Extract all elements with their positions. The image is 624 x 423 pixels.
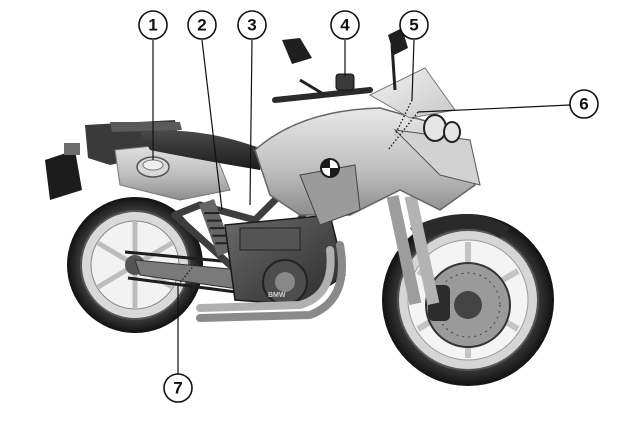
leader-line-2 [201,39,223,211]
callout-label: 6 [579,95,588,114]
callout-label: 7 [173,379,182,398]
rear-shock [198,198,233,257]
engine [224,214,346,306]
callout-label: 4 [340,16,350,35]
rear-wheel [67,197,203,333]
rear-rack [110,122,182,132]
front-wheel [382,214,554,386]
leader-line-5 [411,39,415,101]
callout-4: 4 [330,10,360,40]
leader-line-5-dotted [394,99,413,136]
callout-1: 1 [138,10,168,40]
tail-light [64,143,80,155]
callout-5: 5 [399,10,429,40]
leader-line-6 [417,104,571,113]
callout-label: 5 [409,16,418,35]
front-mudguard [410,214,510,240]
headlights [423,114,461,143]
engine-logo-text: BMW [268,292,286,299]
callout-6: 6 [569,89,599,119]
callout-label: 3 [247,16,256,35]
licence-plate [45,150,82,200]
callout-label: 1 [148,16,157,35]
callout-2: 2 [187,10,217,40]
mirrors [282,28,408,97]
exhaust [196,241,346,322]
brake-fluid-reservoir [335,73,355,91]
drive-chain [124,250,237,294]
leader-line-7-dotted [177,257,201,286]
callout-7: 7 [163,373,193,403]
seat [140,130,265,170]
callout-label: 2 [197,16,206,35]
bmw-logo [320,158,340,178]
leader-line-3 [249,39,253,206]
leader-line-6-dotted [387,111,419,151]
front-fork [386,194,440,306]
callout-3: 3 [237,10,267,40]
